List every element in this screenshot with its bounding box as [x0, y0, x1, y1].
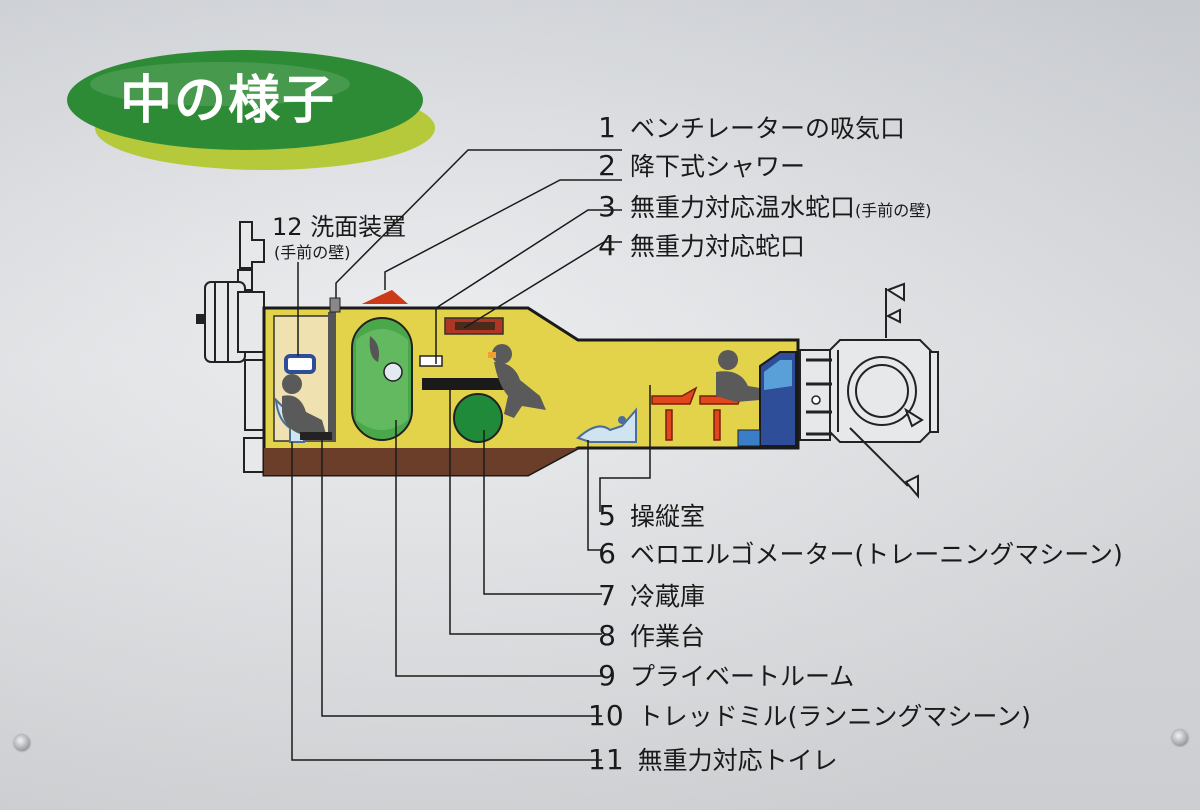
label-text: 無重力対応温水蛇口: [630, 193, 856, 222]
stool-icon-1: [651, 386, 698, 441]
label-refrigerator: 7 冷蔵庫: [588, 580, 705, 613]
hot-water-faucet-panel: [419, 355, 443, 367]
leader-line-9: [395, 420, 602, 677]
ventilator-inlet: [329, 297, 341, 313]
label-text: トレッドミル(ランニングマシーン): [637, 702, 1031, 731]
logo-green-oval: [67, 50, 423, 150]
leader-line-7: [483, 430, 602, 595]
label-number: 4: [598, 229, 616, 262]
docking-port: [799, 339, 939, 443]
leader-line-11: [291, 442, 602, 761]
label-text: ベンチレーターの吸気口: [630, 114, 906, 143]
crew-figure-private: [369, 336, 379, 362]
label-text: 冷蔵庫: [630, 582, 706, 611]
label-text: 洗面装置: [310, 213, 407, 241]
screw-icon: [14, 735, 30, 751]
label-text: 操縦室: [630, 502, 706, 531]
leader-lines: [291, 149, 651, 761]
label-number: 6: [598, 537, 616, 570]
label-ergometer: 6 ベロエルゴメーター(トレーニングマシーン): [588, 538, 1123, 571]
label-text: 無重力対応トイレ: [637, 746, 838, 775]
screw-icon: [1172, 730, 1188, 746]
label-treadmill: 10 トレッドミル(ランニングマシーン): [588, 700, 1031, 733]
page-title: 中の様子: [120, 71, 337, 131]
crew-figure-worker: [488, 344, 546, 418]
label-ventilator-inlet: 1 ベンチレーターの吸気口: [588, 112, 905, 145]
leader-line-8: [449, 390, 602, 635]
label-number: 8: [598, 619, 616, 652]
label-shower: 2 降下式シャワー: [588, 150, 805, 183]
label-text: 作業台: [630, 622, 706, 651]
left-housing: [237, 291, 265, 353]
docking-adapter: [799, 349, 831, 441]
partition-wall: [328, 312, 336, 442]
label-number: 9: [598, 659, 616, 692]
title-logo: [67, 50, 435, 170]
label-text: 降下式シャワー: [630, 152, 806, 181]
crew-figure-pilot: [716, 350, 760, 402]
work-table: [422, 378, 506, 390]
refrigerator-icon: [453, 393, 503, 443]
hatch-ring-inner: [855, 364, 909, 418]
label-number: 7: [598, 579, 616, 612]
label-work-table: 8 作業台: [588, 620, 705, 653]
label-note: (手前の壁): [855, 201, 932, 220]
washbasin-icon: [284, 354, 316, 374]
leader-line-10: [321, 440, 602, 717]
leader-line-1: [335, 149, 622, 298]
label-text: 無重力対応蛇口: [630, 232, 806, 261]
logo-highlight: [90, 62, 350, 106]
left-external-equipment: [196, 221, 268, 473]
crew-figure-toilet: [282, 374, 326, 434]
shower-hatch-icon: [362, 290, 408, 304]
label-note: (手前の壁): [274, 243, 351, 262]
label-hot-water-faucet: 3 無重力対応温水蛇口(手前の壁): [588, 190, 932, 227]
label-number: 10: [588, 699, 624, 732]
label-cockpit: 5 操縦室: [588, 500, 705, 533]
label-number: 3: [598, 190, 616, 223]
right-antennas: [849, 282, 924, 499]
label-number: 2: [598, 149, 616, 182]
label-text: ベロエルゴメーター(トレーニングマシーン): [630, 540, 1123, 569]
leader-line-5: [599, 385, 651, 512]
label-text: プライベートルーム: [630, 662, 855, 691]
label-private-room: 9 プライベートルーム: [588, 660, 854, 693]
label-number: 12: [272, 213, 303, 241]
antenna-top: [239, 221, 265, 269]
leader-line-4: [463, 241, 622, 329]
module-floor: [264, 448, 578, 475]
porthole-icon: [383, 362, 403, 382]
label-number: 1: [598, 111, 616, 144]
label-toilet: 11 無重力対応トイレ: [588, 744, 838, 777]
ergometer-icon: [576, 407, 637, 443]
label-number: 11: [588, 743, 624, 776]
label-washbasin: 12 洗面装置 (手前の壁): [272, 212, 406, 264]
treadmill-icon: [300, 432, 332, 440]
label-faucet: 4 無重力対応蛇口: [588, 230, 805, 263]
label-number: 5: [598, 499, 616, 532]
leader-line-3: [435, 209, 622, 364]
leader-line-6: [587, 440, 602, 551]
leader-line-2: [384, 179, 622, 290]
